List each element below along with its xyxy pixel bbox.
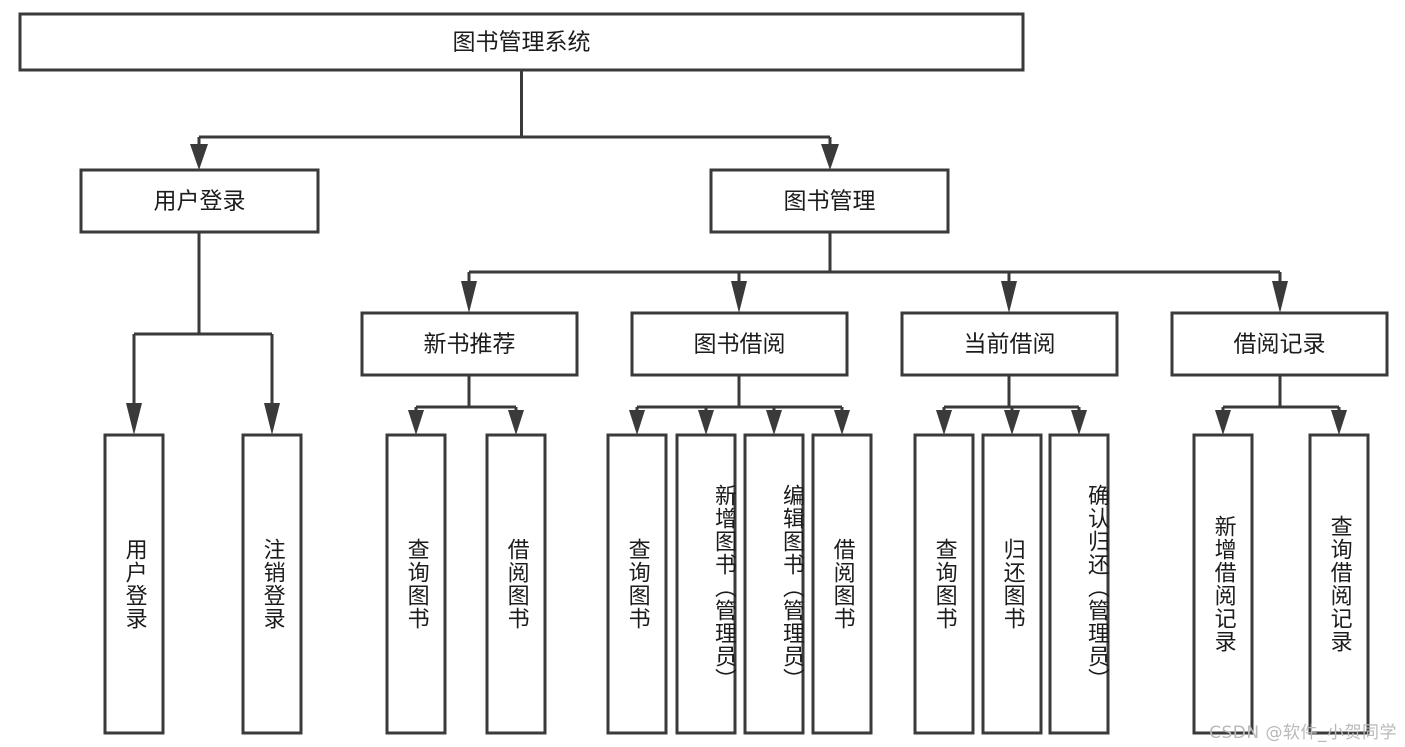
node-leaf-confirm-return-admin-box[interactable] [1048, 433, 1110, 735]
connector-bookmgmt-to-level3 [461, 232, 1288, 313]
csdn-watermark: CSDN @软件_小贺同学 [1209, 723, 1397, 743]
node-root-label: 图书管理系统 [453, 30, 591, 56]
node-leaf-add-book-admin-box[interactable] [675, 433, 737, 735]
node-new-book-recommend-box[interactable] [360, 311, 579, 377]
arrow-to-book-borrow [731, 281, 747, 313]
arrow-leaf-query-borrow-record [1331, 410, 1347, 435]
node-user-login-box[interactable] [79, 168, 320, 234]
node-leaf-user-logout-box[interactable] [241, 433, 303, 735]
arrow-leaf-add-book-admin [698, 410, 714, 435]
arrow-leaf-query-book-recommend [408, 410, 424, 435]
arrow-leaf-edit-book-admin [766, 410, 782, 435]
node-current-borrow[interactable]: 当前借阅 [900, 311, 1119, 377]
leaf-boxes [103, 433, 1370, 735]
connector-currentborrow-to-leaves [936, 375, 1087, 435]
node-current-borrow-box[interactable] [900, 311, 1119, 377]
arrow-leaf-add-borrow-record [1215, 410, 1231, 435]
node-borrow-record-box[interactable] [1170, 311, 1389, 377]
node-book-borrow-label: 图书借阅 [694, 332, 786, 358]
arrow-to-borrow-record [1272, 281, 1288, 313]
node-leaf-query-book-borrow-box[interactable] [606, 433, 668, 735]
connector-borrowrecord-to-leaves [1215, 375, 1347, 435]
arrow-leaf-borrow-book-recommend [508, 410, 524, 435]
node-new-book-recommend-label: 新书推荐 [424, 332, 516, 358]
node-leaf-return-book-box[interactable] [981, 433, 1043, 735]
arrow-leaf-user-logout [264, 403, 280, 435]
arrow-to-current-borrow [1001, 281, 1017, 313]
node-root[interactable]: 图书管理系统 [18, 12, 1025, 72]
node-book-management-label: 图书管理 [784, 189, 876, 215]
arrow-leaf-confirm-return-admin [1071, 410, 1087, 435]
arrow-to-user-login [190, 144, 208, 170]
node-user-login-label: 用户登录 [154, 189, 246, 215]
arrow-leaf-borrow-book [834, 410, 850, 435]
connector-newbook-to-leaves [408, 375, 524, 435]
node-book-management[interactable]: 图书管理 [709, 168, 950, 234]
node-leaf-query-book-recommend-box[interactable] [385, 433, 447, 735]
node-book-borrow-box[interactable] [630, 311, 849, 377]
node-leaf-add-borrow-record-box[interactable] [1192, 433, 1254, 735]
node-user-login[interactable]: 用户登录 [79, 168, 320, 234]
node-leaf-query-borrow-record-box[interactable] [1308, 433, 1370, 735]
arrow-leaf-query-book-borrow [629, 410, 645, 435]
node-leaf-edit-book-admin-box[interactable] [743, 433, 805, 735]
arrow-to-new-book-recommend [461, 281, 477, 313]
connector-userlogin-to-leaves [126, 232, 280, 435]
node-leaf-user-login-box[interactable] [103, 433, 165, 735]
arrow-leaf-user-login [126, 403, 142, 435]
node-borrow-record-label: 借阅记录 [1234, 332, 1326, 358]
arrow-leaf-query-book-current [936, 410, 952, 435]
connector-root-to-level2 [190, 70, 839, 170]
node-leaf-borrow-book-box[interactable] [811, 433, 873, 735]
node-borrow-record[interactable]: 借阅记录 [1170, 311, 1389, 377]
node-current-borrow-label: 当前借阅 [964, 332, 1056, 358]
arrow-leaf-return-book [1004, 410, 1020, 435]
arrow-to-book-management [821, 144, 839, 170]
node-root-box[interactable] [18, 12, 1025, 72]
node-leaf-query-book-current-box[interactable] [913, 433, 975, 735]
node-leaf-borrow-book-recommend-box[interactable] [485, 433, 547, 735]
node-new-book-recommend[interactable]: 新书推荐 [360, 311, 579, 377]
connector-bookborrow-to-leaves [629, 375, 850, 435]
node-book-borrow[interactable]: 图书借阅 [630, 311, 849, 377]
node-book-management-box[interactable] [709, 168, 950, 234]
